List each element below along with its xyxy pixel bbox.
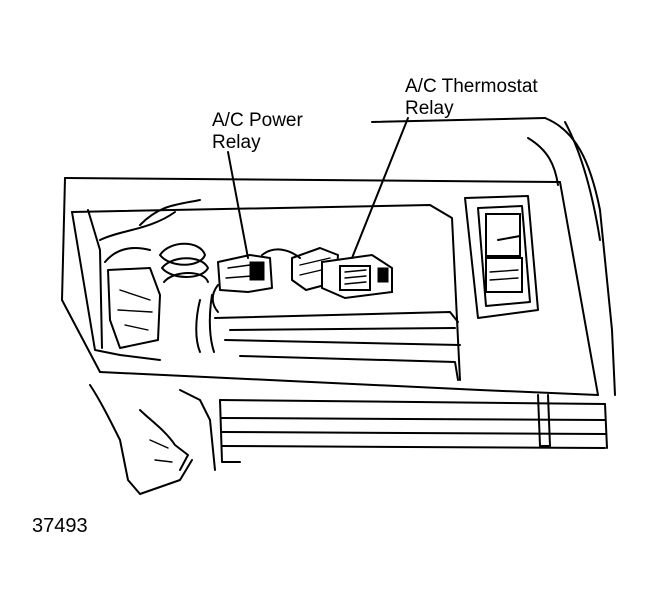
lower-left-structure (89, 384, 193, 495)
power-relay-label: A/C Power Relay (212, 110, 303, 154)
lower-trim-2 (221, 417, 606, 421)
lower-left-detail-2 (179, 389, 216, 471)
thermostat-relay-plug (377, 267, 389, 283)
switch-lever (497, 235, 521, 241)
glovebox-shelf-2 (229, 327, 456, 331)
wire-down (195, 299, 201, 353)
glovebox-bottom (239, 355, 459, 381)
power-relay-label-line1: A/C Power (212, 110, 303, 131)
switch-upper (485, 213, 521, 257)
lower-trim-4 (221, 445, 606, 449)
power-relay-label-line2: Relay (212, 132, 261, 153)
harness-left (99, 211, 176, 241)
dash-outer-edge-2 (564, 121, 601, 241)
thermostat-relay-label: A/C Thermostat Relay (405, 76, 538, 120)
glovebox-lip (224, 339, 461, 346)
thermostat-relay-pointer (351, 117, 409, 259)
dash-top-curve (527, 137, 559, 186)
harness-top (139, 199, 201, 226)
lower-trim-left (219, 399, 241, 463)
lower-trim-right (604, 403, 608, 449)
harness-left-2 (104, 247, 151, 263)
dash-outer-edge (544, 117, 616, 396)
glovebox-opening (71, 204, 461, 381)
figure-number: 37493 (32, 515, 88, 537)
switch-detail (489, 269, 519, 281)
wire-down-2 (208, 294, 215, 353)
thermostat-relay-face-detail (344, 269, 367, 285)
switch-lower (485, 257, 523, 293)
power-relay-detail (225, 264, 253, 279)
switch-panel-inner (477, 205, 531, 307)
coil-3 (163, 272, 209, 283)
dash-top-line (371, 117, 546, 123)
lower-left-detail-3 (149, 439, 173, 463)
lower-trim-3 (221, 431, 606, 435)
power-relay-body (217, 254, 273, 293)
power-relay-wire (211, 284, 219, 313)
coil (159, 242, 206, 266)
dash-panel-right (559, 181, 599, 396)
switch-panel-outline (464, 195, 539, 319)
dash-panel-left (61, 177, 101, 373)
thermostat-relay-label-line2: Relay (405, 98, 454, 119)
bracket-detail (117, 289, 153, 331)
dash-panel-top (64, 177, 561, 183)
dash-panel-bottom (99, 371, 599, 396)
power-relay-connector (249, 261, 265, 281)
bracket-left (107, 267, 161, 349)
lower-left-detail (139, 409, 189, 471)
lower-trim (219, 399, 606, 405)
glovebox-left (71, 211, 161, 361)
lower-bracket (537, 394, 551, 447)
glovebox-shelf (214, 311, 459, 323)
thermostat-relay-label-line1: A/C Thermostat (405, 76, 538, 97)
inner-left-edge (87, 209, 103, 349)
power-relay-pointer (227, 151, 249, 259)
